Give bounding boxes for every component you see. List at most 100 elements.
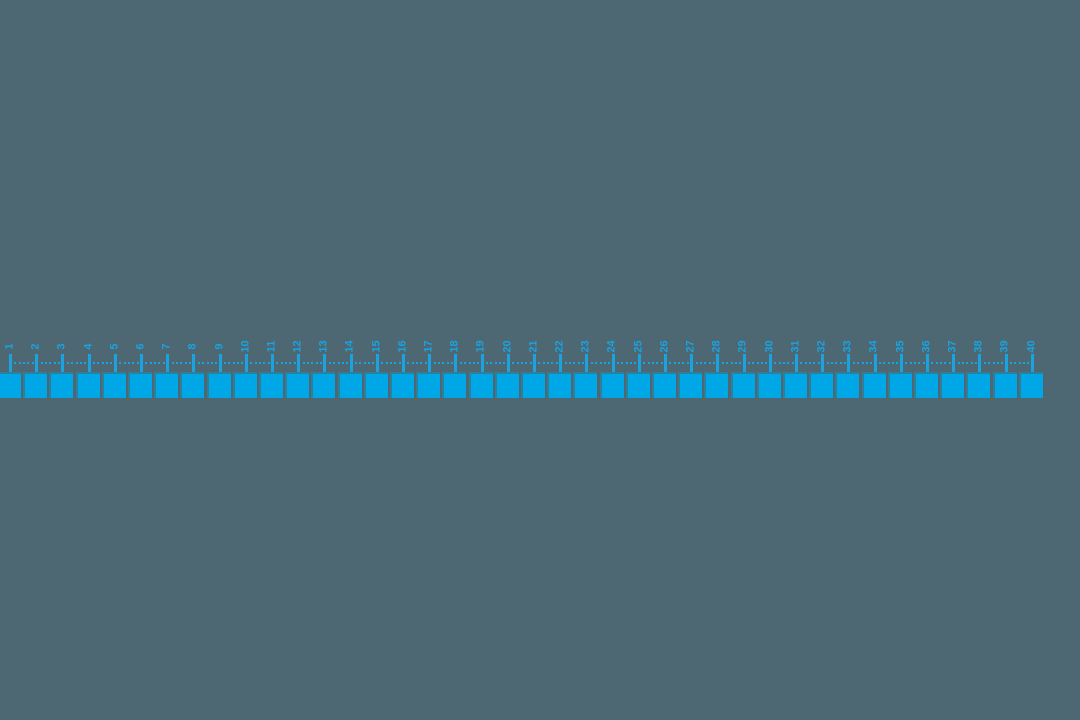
ruler-minor-tick xyxy=(696,362,698,364)
ruler-minor-tick xyxy=(630,362,632,364)
ruler-cell[interactable] xyxy=(575,374,597,398)
ruler-minor-tick xyxy=(473,362,475,364)
ruler-minor-tick xyxy=(966,362,968,364)
ruler-cell[interactable] xyxy=(523,374,545,398)
ruler-minor-tick xyxy=(215,362,217,364)
ruler-cell[interactable] xyxy=(733,374,755,398)
ruler-minor-tick xyxy=(241,362,243,364)
ruler-cell[interactable] xyxy=(471,374,493,398)
ruler-major-tick xyxy=(454,354,458,372)
ruler-tick-label: 10 xyxy=(233,318,259,352)
ruler-minor-tick xyxy=(975,362,977,364)
ruler-tick-label-text: 6 xyxy=(134,343,147,350)
ruler-minor-tick xyxy=(591,362,593,364)
ruler-tick-label: 17 xyxy=(416,318,442,352)
ruler-minor-tick xyxy=(460,362,462,364)
ruler-cell[interactable] xyxy=(549,374,571,398)
ruler-tick-label: 2 xyxy=(23,318,49,352)
ruler-cell[interactable] xyxy=(313,374,335,398)
ruler-minor-tick xyxy=(503,362,505,364)
ruler-cell[interactable] xyxy=(182,374,204,398)
ruler-minor-tick xyxy=(722,362,724,364)
ruler-cell[interactable] xyxy=(628,374,650,398)
ruler-cell[interactable] xyxy=(916,374,938,398)
ruler-tick-label: 38 xyxy=(966,318,992,352)
ruler-cell[interactable] xyxy=(759,374,781,398)
ruler-minor-tick xyxy=(949,362,951,364)
ruler-cell[interactable] xyxy=(890,374,912,398)
ruler-cell[interactable] xyxy=(235,374,257,398)
ruler-minor-tick xyxy=(840,362,842,364)
ruler-tick-label-text: 28 xyxy=(710,340,723,353)
ruler-minor-tick xyxy=(818,362,820,364)
ruler-cell[interactable] xyxy=(706,374,728,398)
ruler-tick-label: 13 xyxy=(311,318,337,352)
ruler-minor-tick xyxy=(543,362,545,364)
ruler-cell[interactable] xyxy=(261,374,283,398)
ruler-cell[interactable] xyxy=(51,374,73,398)
ruler-cell[interactable] xyxy=(392,374,414,398)
ruler-minor-tick xyxy=(137,362,139,364)
ruler-major-tick xyxy=(349,354,353,372)
ruler-minor-tick xyxy=(779,362,781,364)
ruler-cell[interactable] xyxy=(654,374,676,398)
ruler-tick-label: 4 xyxy=(76,318,102,352)
ruler-tick-label: 21 xyxy=(521,318,547,352)
ruler-cell[interactable] xyxy=(366,374,388,398)
ruler-minor-tick xyxy=(595,362,597,364)
ruler-cell[interactable] xyxy=(104,374,126,398)
ruler-tick-label: 32 xyxy=(809,318,835,352)
ruler-major-tick xyxy=(218,354,222,372)
ruler-minor-tick xyxy=(661,362,663,364)
ruler-minor-tick xyxy=(1027,362,1029,364)
ruler-cell[interactable] xyxy=(287,374,309,398)
ruler-minor-tick xyxy=(866,362,868,364)
ruler-tick-label-text: 22 xyxy=(553,340,566,353)
ruler-cell[interactable] xyxy=(418,374,440,398)
ruler-minor-tick xyxy=(150,362,152,364)
ruler-minor-tick xyxy=(381,362,383,364)
ruler-cell[interactable] xyxy=(25,374,47,398)
ruler-minor-tick xyxy=(93,362,95,364)
ruler-cell[interactable] xyxy=(1021,374,1043,398)
ruler-major-tick xyxy=(847,354,851,372)
ruler-cell[interactable] xyxy=(156,374,178,398)
ruler-cell[interactable] xyxy=(0,374,21,398)
ruler-minor-tick xyxy=(853,362,855,364)
ruler-minor-tick xyxy=(158,362,160,364)
ruler-tick-label-text: 33 xyxy=(841,340,854,353)
ruler-cell[interactable] xyxy=(942,374,964,398)
ruler-major-tick xyxy=(9,354,12,372)
ruler-cell[interactable] xyxy=(602,374,624,398)
ruler-minor-tick xyxy=(499,362,501,364)
ruler-cell[interactable] xyxy=(680,374,702,398)
ruler-minor-tick xyxy=(119,362,121,364)
ruler-cell[interactable] xyxy=(78,374,100,398)
ruler-cell[interactable] xyxy=(837,374,859,398)
ruler-cell[interactable] xyxy=(811,374,833,398)
ruler-cell-track[interactable] xyxy=(0,374,1080,402)
ruler-tick-label: 18 xyxy=(442,318,468,352)
ruler-minor-tick xyxy=(578,362,580,364)
ruler-major-tick xyxy=(428,354,432,372)
ruler-minor-tick xyxy=(54,362,56,364)
ruler-cell[interactable] xyxy=(209,374,231,398)
ruler-minor-tick xyxy=(14,362,16,364)
ruler-cell[interactable] xyxy=(785,374,807,398)
ruler-minor-tick xyxy=(892,362,894,364)
ruler-cell[interactable] xyxy=(864,374,886,398)
ruler-minor-tick xyxy=(176,362,178,364)
ruler-cell[interactable] xyxy=(497,374,519,398)
ruler-minor-tick xyxy=(420,362,422,364)
ruler-minor-tick xyxy=(495,362,497,364)
ruler-cell[interactable] xyxy=(995,374,1017,398)
ruler-tick-label-text: 38 xyxy=(972,340,985,353)
ruler-cell[interactable] xyxy=(340,374,362,398)
ruler-tick-label-text: 1 xyxy=(3,343,16,350)
ruler-cell[interactable] xyxy=(968,374,990,398)
ruler-cell[interactable] xyxy=(444,374,466,398)
ruler-cell[interactable] xyxy=(130,374,152,398)
ruler-minor-tick xyxy=(652,362,654,364)
